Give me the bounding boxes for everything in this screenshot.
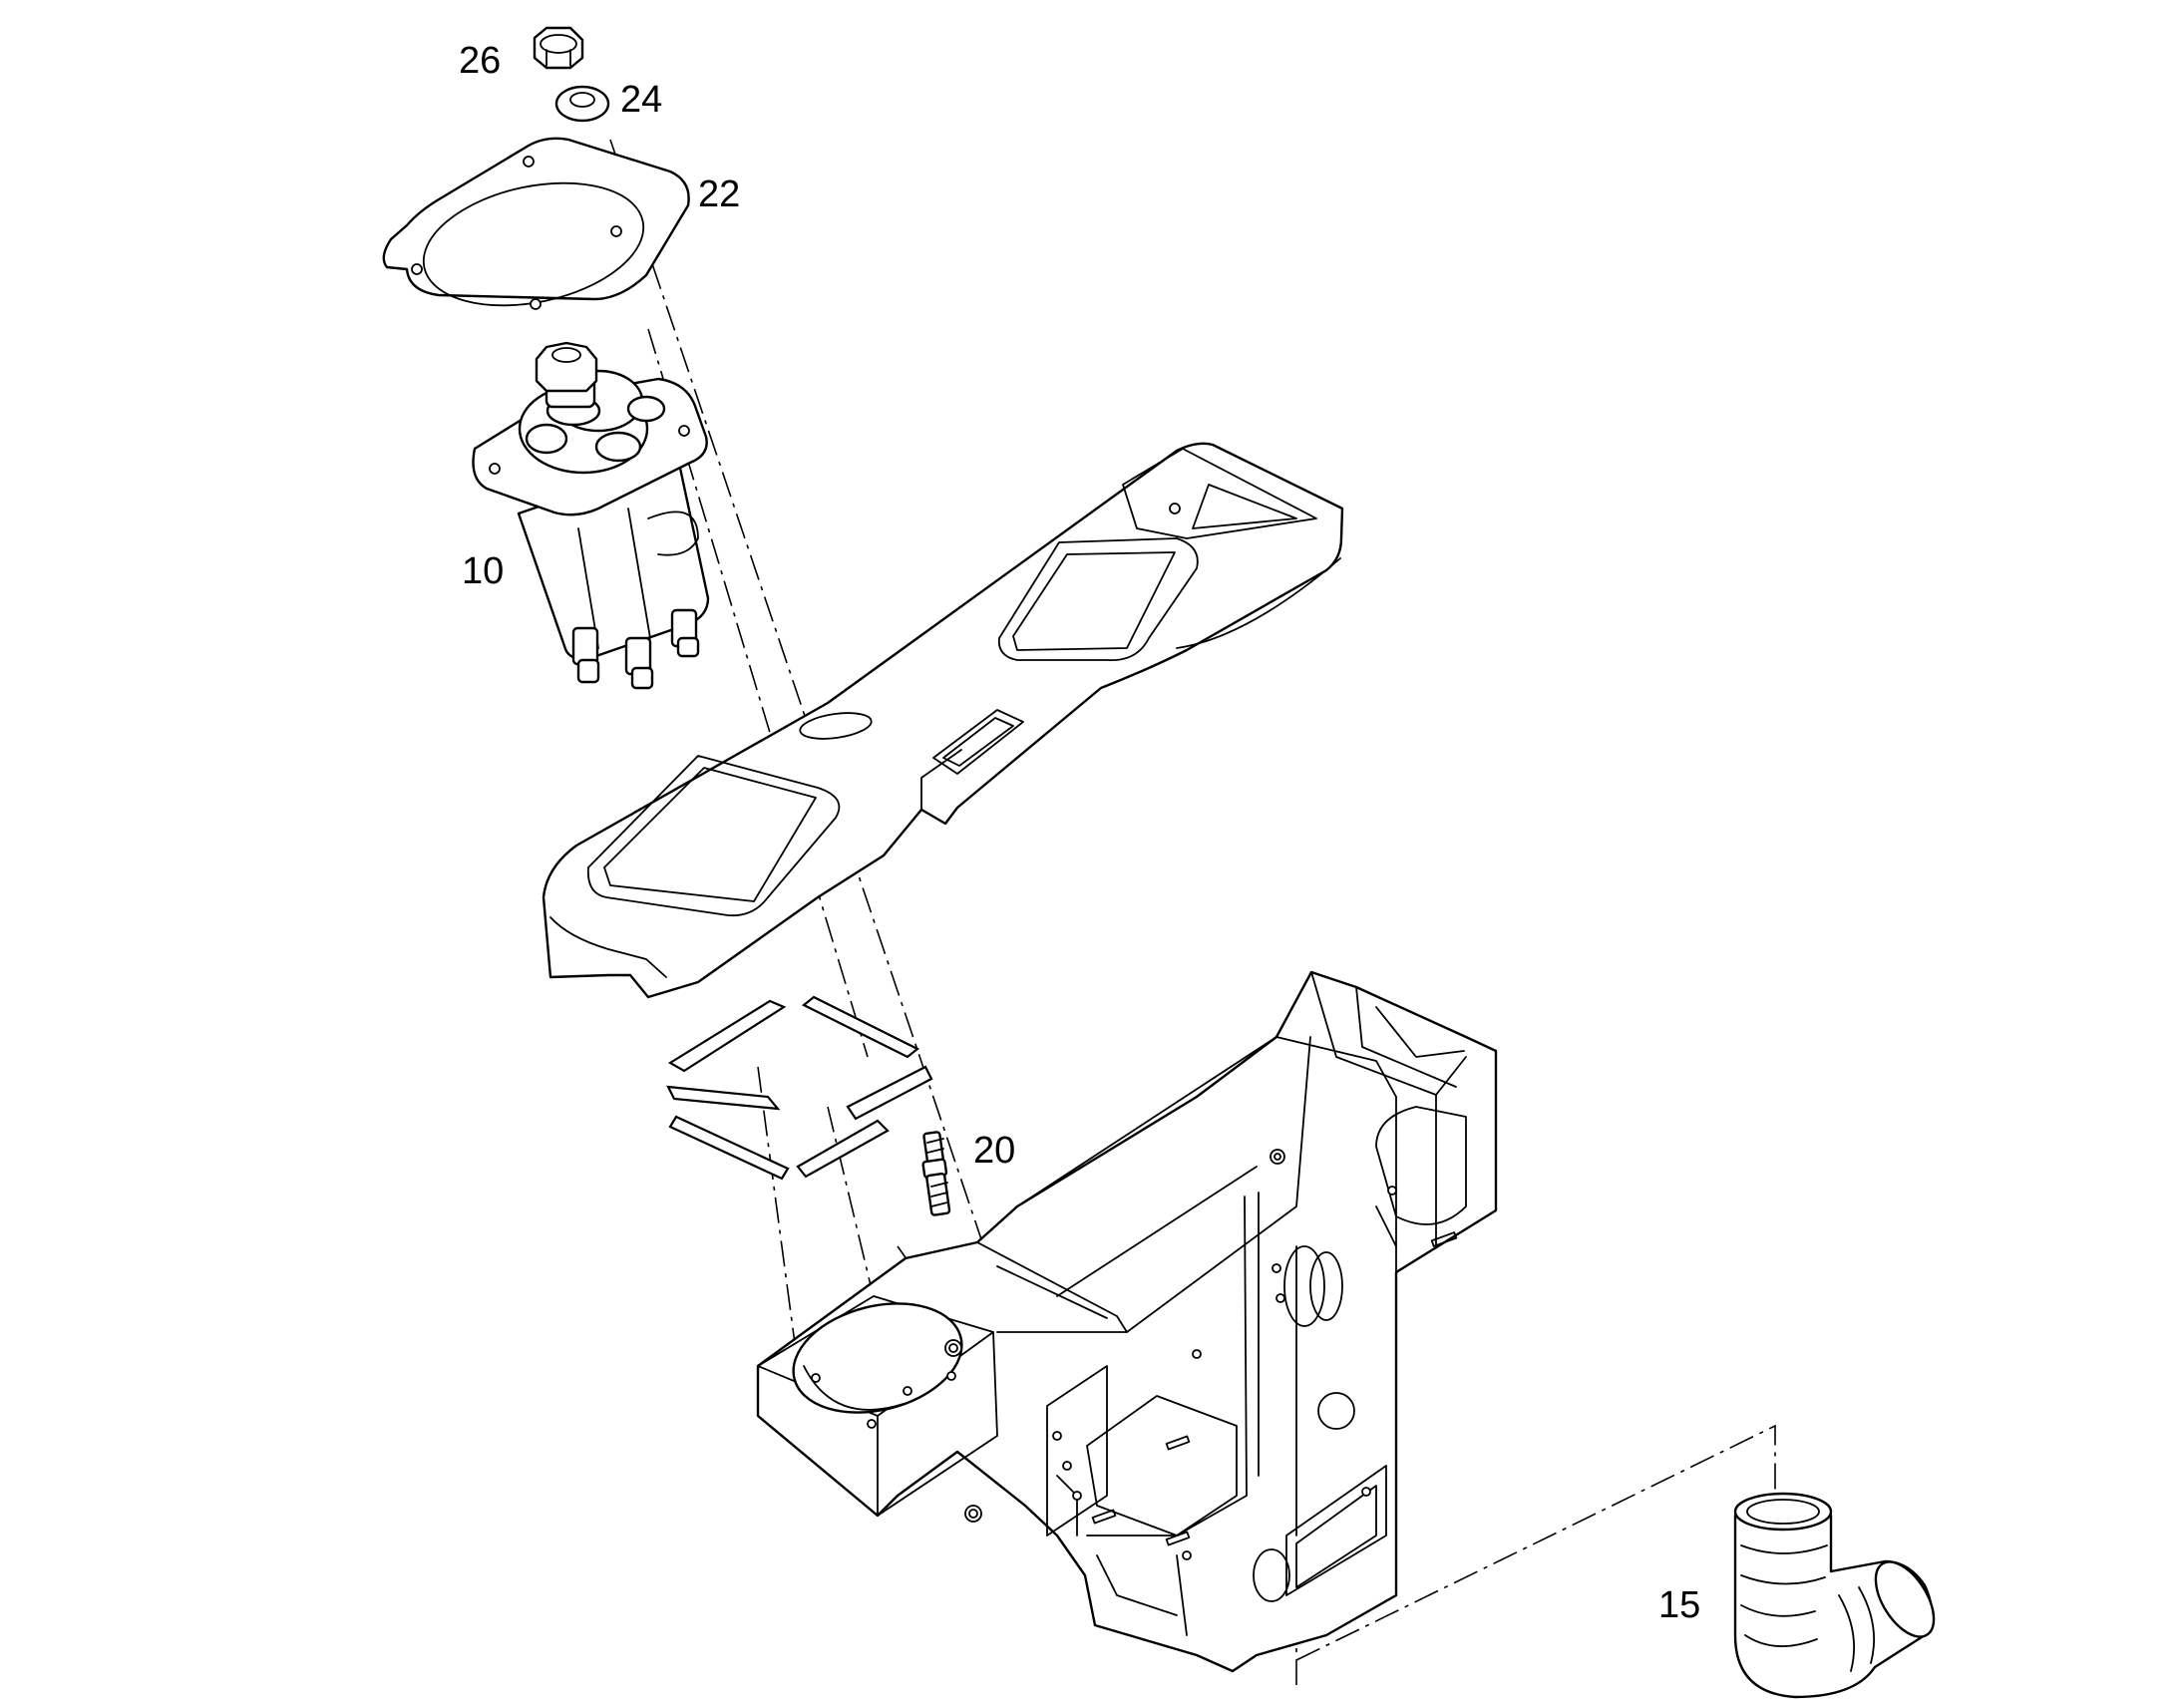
washer-part (554, 85, 610, 123)
threaded-stud-part (921, 1131, 951, 1216)
callout-15: 15 (1658, 1584, 1700, 1626)
pilot-valve-part (472, 341, 710, 690)
elbow-hose-part (1733, 1492, 1936, 1699)
callout-22: 22 (698, 173, 740, 215)
callout-20: 20 (973, 1130, 1015, 1172)
valve-outlet-ports (571, 608, 700, 690)
console-cover-part (542, 442, 1344, 999)
callout-24: 24 (620, 79, 662, 121)
hex-nut-part (533, 26, 584, 70)
valve-actuator-stem (535, 341, 598, 409)
callout-10: 10 (462, 550, 504, 592)
mounting-plate-part (382, 137, 690, 310)
support-frame-part (756, 970, 1498, 1673)
callout-26: 26 (459, 40, 501, 82)
rubber-pads (666, 995, 933, 1181)
